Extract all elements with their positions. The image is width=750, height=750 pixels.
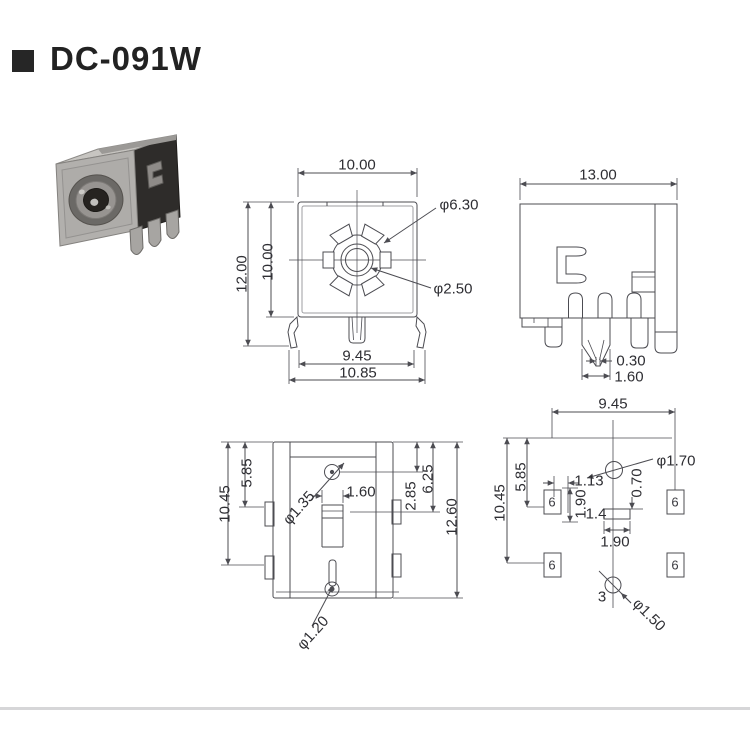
dim-footprint-pin-number: 3 (597, 588, 607, 606)
dim-side-pin-tip: 0.30 (616, 352, 646, 370)
dim-front-inner-height: 10.00 (259, 243, 277, 281)
dim-footprint-pad-height: 1.4 (585, 505, 607, 523)
front-view-drawing (243, 168, 437, 384)
dim-side-pin-width: 1.60 (614, 368, 644, 386)
dim-footprint-hole-top-dia: φ1.70 (656, 452, 696, 470)
page-title-row: DC-091W (12, 40, 202, 78)
title-bullet-square (12, 50, 34, 72)
dim-footprint-offset-a: 1.13 (574, 472, 604, 490)
pad-label: 6 (671, 494, 679, 510)
dim-bottom-mid-height: 10.45 (216, 485, 234, 523)
dim-bottom-total-height: 12.60 (443, 498, 461, 536)
bottom-view-drawing (221, 441, 463, 627)
dim-bottom-offset-a: 2.85 (402, 481, 420, 511)
bottom-separator-line (0, 707, 750, 710)
pad-label: 6 (671, 557, 679, 573)
dim-front-outer-dia: φ6.30 (439, 196, 479, 214)
dim-front-pin-span: 9.45 (342, 347, 372, 365)
dim-bottom-offset-b: 6.25 (419, 464, 437, 494)
dim-bottom-slot-width: 1.60 (346, 483, 376, 501)
product-photo (55, 134, 181, 255)
page-title: DC-091W (50, 40, 202, 77)
dim-footprint-span-width: 9.45 (598, 395, 628, 413)
dim-front-pin-dia: φ2.50 (433, 280, 473, 298)
side-view-drawing (519, 178, 678, 380)
dim-front-body-width: 10.00 (338, 156, 376, 174)
dim-footprint-pad-width: 1.90 (600, 533, 630, 551)
dim-footprint-total-height: 10.45 (491, 484, 509, 522)
dim-side-body-depth: 13.00 (579, 166, 617, 184)
footprint-drawing (503, 408, 685, 608)
dim-footprint-pad-offset: 0.70 (628, 468, 646, 498)
pad-label: 6 (548, 557, 556, 573)
pad-label: 6 (548, 494, 556, 510)
dim-bottom-inner-height: 5.85 (238, 458, 256, 488)
dim-front-foot-span: 10.85 (339, 364, 377, 382)
dim-footprint-inner-height: 5.85 (512, 462, 530, 492)
dim-front-body-height: 12.00 (233, 255, 251, 293)
